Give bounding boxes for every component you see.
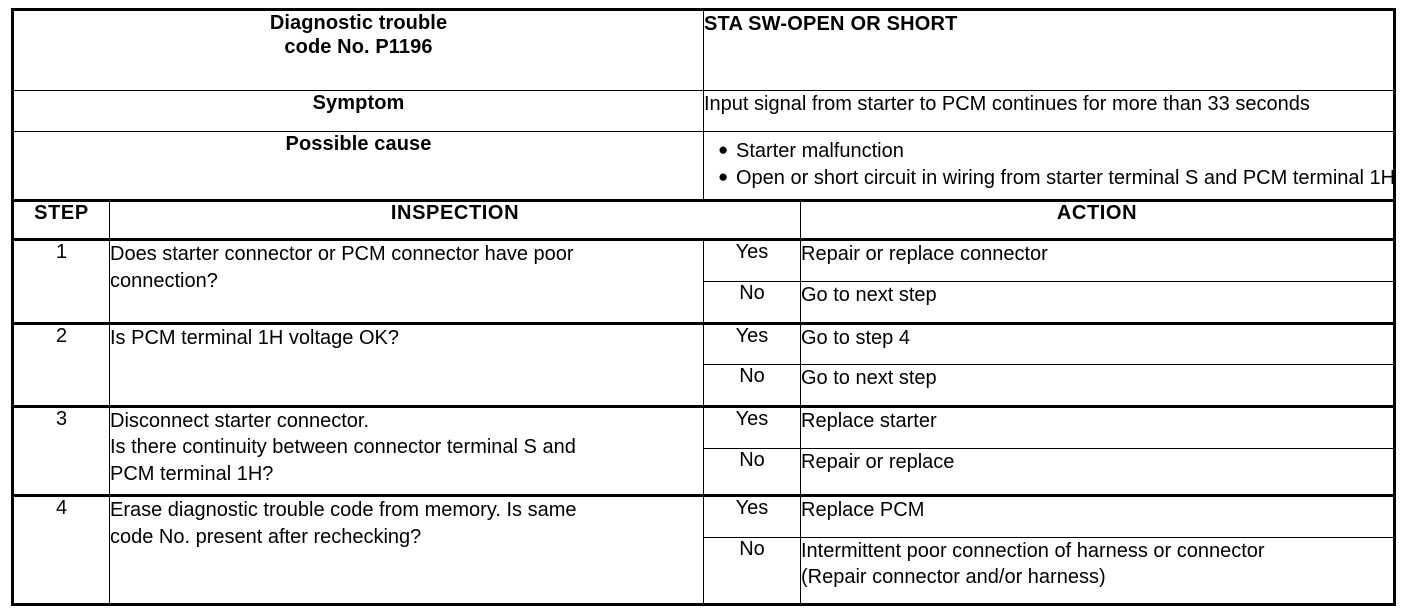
table-row: 4 Erase diagnostic trouble code from mem… bbox=[12, 494, 1396, 605]
symptom-value-cell: Input signal from starter to PCM continu… bbox=[702, 90, 1396, 132]
dtc-value-cell: STA SW-OPEN OR SHORT bbox=[702, 8, 1396, 92]
list-item: ● Starter malfunction bbox=[716, 138, 1381, 165]
inspection-line: PCM terminal 1H? bbox=[110, 462, 274, 485]
table-row: 1 Does starter connector or PCM connecto… bbox=[12, 238, 1396, 324]
inspection-line: Is PCM terminal 1H voltage OK? bbox=[110, 326, 399, 349]
action-cell-no-2: Go to next step bbox=[799, 364, 1396, 407]
possible-cause-item-text: Open or short circuit in wiring from sta… bbox=[736, 166, 1396, 189]
action-cell-yes-3: Replace starter bbox=[799, 404, 1396, 449]
possible-cause-item-text: Starter malfunction bbox=[736, 139, 904, 162]
action-line: Go to next step bbox=[801, 367, 937, 390]
inspection-cell-3: Disconnect starter connector. Is there c… bbox=[109, 404, 704, 497]
step-number-2: 2 bbox=[12, 321, 110, 407]
inspection-line: Erase diagnostic trouble code from memor… bbox=[110, 499, 577, 522]
action-cell-yes-2: Go to step 4 bbox=[799, 321, 1396, 366]
bullet-icon: ● bbox=[718, 139, 729, 159]
possible-cause-label-cell: Possible cause bbox=[12, 130, 704, 201]
column-header-step: STEP bbox=[12, 198, 110, 241]
step-number-3: 3 bbox=[12, 404, 110, 497]
table-row: 2 Is PCM terminal 1H voltage OK? Yes Go … bbox=[12, 321, 1396, 407]
column-header-inspection: INSPECTION bbox=[109, 198, 801, 241]
action-cell-yes-1: Repair or replace connector bbox=[799, 238, 1396, 283]
action-cell-no-3: Repair or replace bbox=[799, 447, 1396, 497]
action-line: Repair or replace connector bbox=[801, 243, 1048, 266]
summary-row-possible-cause: Possible cause ● Starter malfunction ● O… bbox=[12, 130, 1395, 201]
summary-row-symptom: Symptom Input signal from starter to PCM… bbox=[12, 90, 1396, 132]
answer-cell-no-2: No bbox=[703, 364, 801, 407]
answer-cell-yes-4: Yes bbox=[703, 494, 801, 538]
chart-header-row: STEP INSPECTION ACTION bbox=[12, 198, 1396, 241]
summary-row-dtc: Diagnostic trouble code No. P1196 STA SW… bbox=[12, 8, 1396, 92]
table-row: No Intermittent poor connection of harne… bbox=[13, 536, 1396, 606]
answer-cell-no-4: No bbox=[703, 536, 801, 606]
inspection-line: code No. present after rechecking? bbox=[110, 525, 422, 548]
answer-cell-yes-1: Yes bbox=[703, 238, 801, 283]
action-cell-no-1: Go to next step bbox=[799, 281, 1396, 324]
answer-cell-yes-3: Yes bbox=[703, 404, 801, 449]
symptom-label-cell: Symptom bbox=[12, 90, 704, 132]
possible-cause-value-cell: ● Starter malfunction ● Open or short ci… bbox=[702, 130, 1395, 201]
column-header-action: ACTION bbox=[799, 198, 1396, 241]
step-number-1: 1 bbox=[12, 238, 110, 324]
dtc-label-cell: Diagnostic trouble code No. P1196 bbox=[12, 8, 704, 92]
inspection-cell-2: Is PCM terminal 1H voltage OK? bbox=[109, 321, 704, 407]
action-line: Replace PCM bbox=[801, 499, 925, 522]
inspection-line: Disconnect starter connector. bbox=[110, 409, 370, 432]
action-line: Go to step 4 bbox=[801, 326, 910, 349]
answer-cell-no-3: No bbox=[703, 447, 801, 497]
table-row: No Go to next step bbox=[13, 364, 1396, 407]
action-line: Intermittent poor connection of harness … bbox=[801, 539, 1265, 562]
list-item: ● Open or short circuit in wiring from s… bbox=[716, 165, 1395, 192]
action-line: Go to next step bbox=[801, 284, 937, 307]
inspection-line: Is there continuity between connector te… bbox=[110, 436, 576, 459]
step-number-4: 4 bbox=[12, 494, 110, 605]
inspection-cell-4: Erase diagnostic trouble code from memor… bbox=[109, 494, 704, 605]
table-row: No Go to next step bbox=[13, 281, 1396, 324]
dtc-label-line1: Diagnostic trouble bbox=[269, 12, 448, 34]
action-cell-yes-4: Replace PCM bbox=[799, 494, 1396, 538]
action-cell-no-4: Intermittent poor connection of harness … bbox=[799, 536, 1396, 606]
action-line: (Repair connector and/or harness) bbox=[801, 566, 1106, 589]
action-line: Repair or replace bbox=[801, 450, 955, 473]
answer-cell-no-1: No bbox=[703, 281, 801, 324]
table-row: 3 Disconnect starter connector. Is there… bbox=[12, 404, 1396, 497]
diagnostic-trouble-code-table: Diagnostic trouble code No. P1196 STA SW… bbox=[11, 8, 1397, 606]
table-row: No Repair or replace bbox=[13, 447, 1396, 497]
inspection-cell-1: Does starter connector or PCM connector … bbox=[109, 238, 704, 324]
action-line: Replace starter bbox=[801, 409, 937, 432]
inspection-line: connection? bbox=[110, 269, 218, 292]
dtc-label-line2: code No. P1196 bbox=[284, 36, 433, 59]
inspection-line: Does starter connector or PCM connector … bbox=[110, 243, 574, 266]
bullet-icon: ● bbox=[718, 166, 729, 186]
possible-cause-list: ● Starter malfunction ● Open or short ci… bbox=[716, 138, 1395, 192]
answer-cell-yes-2: Yes bbox=[703, 321, 801, 366]
